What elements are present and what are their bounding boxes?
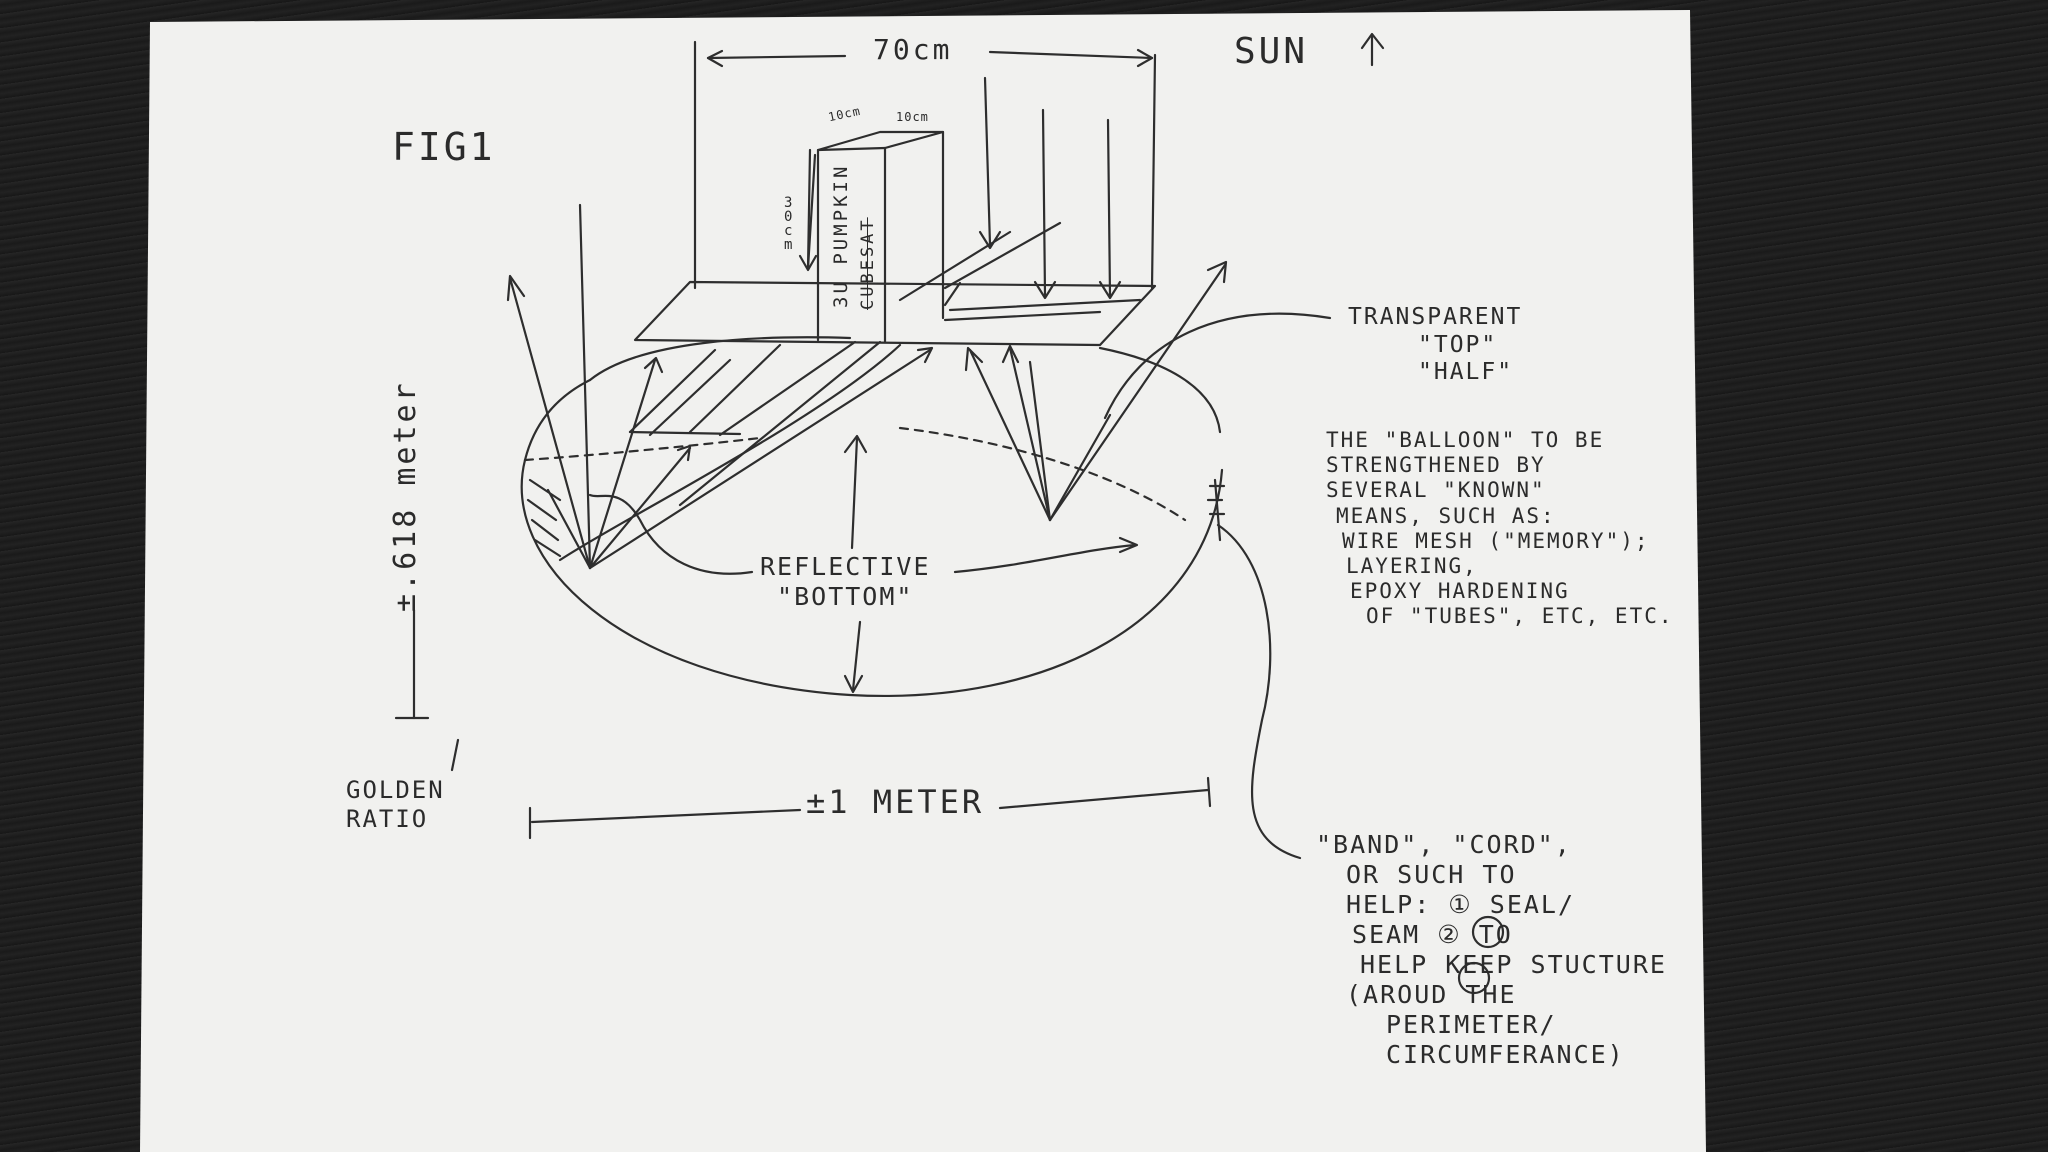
transparent-top-label: TRANSPARENT "TOP" "HALF" [1348, 304, 1522, 387]
balloon-note-line-3: SEVERAL "KNOWN" [1326, 478, 1546, 503]
dim-10cm-b-label: 10cm [896, 110, 929, 124]
transparent-line-2: "TOP" [1418, 331, 1498, 358]
reflective-line-1: REFLECTIVE [760, 552, 931, 581]
band-note-line-1: "BAND", "CORD", [1316, 830, 1572, 859]
balloon-note-line-5: WIRE MESH ("MEMORY"); [1342, 528, 1650, 553]
band-note-line-3: HELP: ① SEAL/ [1346, 890, 1576, 919]
dim-30cm-label: 30cm [784, 195, 794, 253]
frame-70cm [693, 40, 1157, 290]
balloon-note: THE "BALLOON" TO BE STRENGTHENED BY SEVE… [1326, 428, 1674, 630]
balloon-note-line-2: STRENGTHENED BY [1326, 453, 1546, 478]
sun-arrow [1360, 32, 1385, 67]
band-note-line-6: (AROUD THE [1346, 980, 1517, 1009]
balloon-note-line-1: THE "BALLOON" TO BE [1326, 428, 1605, 452]
transparent-line-3: "HALF" [1418, 359, 1514, 386]
golden-ratio-line-2: RATIO [346, 804, 429, 833]
transparent-top-plane [633, 221, 1157, 347]
golden-ratio-link [450, 738, 460, 772]
transparent-line-1: TRANSPARENT [1348, 304, 1523, 330]
leader-reflective [588, 434, 1139, 694]
dimension-width [528, 776, 1212, 840]
band-note-line-8: CIRCUMFERANCE) [1386, 1040, 1625, 1069]
reflective-bottom-label: REFLECTIVE "BOTTOM" [760, 552, 931, 612]
cubesat-box [806, 130, 945, 344]
balloon-note-line-7: EPOXY HARDENING [1350, 579, 1570, 604]
sun-label: SUN [1234, 31, 1309, 72]
fig-label: FIG1 [392, 125, 496, 169]
dimension-height [394, 608, 430, 720]
circled-numbers [1457, 915, 1505, 995]
reflected-rays-right [964, 260, 1228, 522]
leader-transparent [1103, 312, 1332, 420]
band-note-line-5: HELP KEEP STUCTURE [1360, 950, 1667, 979]
sun-rays [798, 76, 1122, 300]
band-note: "BAND", "CORD", OR SUCH TO HELP: ① SEAL/… [1316, 830, 1667, 1070]
leader-band [1216, 523, 1302, 860]
balloon-note-line-8: OF "TUBES", ETC, ETC. [1366, 604, 1674, 629]
reflective-line-2: "BOTTOM" [777, 582, 914, 611]
golden-ratio-label: GOLDEN RATIO [346, 776, 445, 834]
width-70-label: 70cm [873, 33, 953, 66]
golden-ratio-line-1: GOLDEN [346, 776, 445, 804]
band-note-line-4: SEAM ② TO [1352, 920, 1513, 949]
band-note-line-2: OR SUCH TO [1346, 860, 1517, 889]
pumpkin-label: 3U PUMPKIN [830, 163, 852, 308]
cubesat-label: CUBESAT [858, 217, 878, 310]
height-label: ±.618 meter [388, 380, 423, 612]
balloon-outline [520, 336, 1226, 697]
band-note-line-7: PERIMETER/ [1386, 1010, 1557, 1039]
balloon-note-line-6: LAYERING, [1346, 553, 1478, 578]
width-meter-label: ±1 METER [806, 783, 985, 821]
reflective-strips [558, 340, 902, 562]
balloon-note-line-4: MEANS, SUCH AS: [1336, 503, 1556, 528]
